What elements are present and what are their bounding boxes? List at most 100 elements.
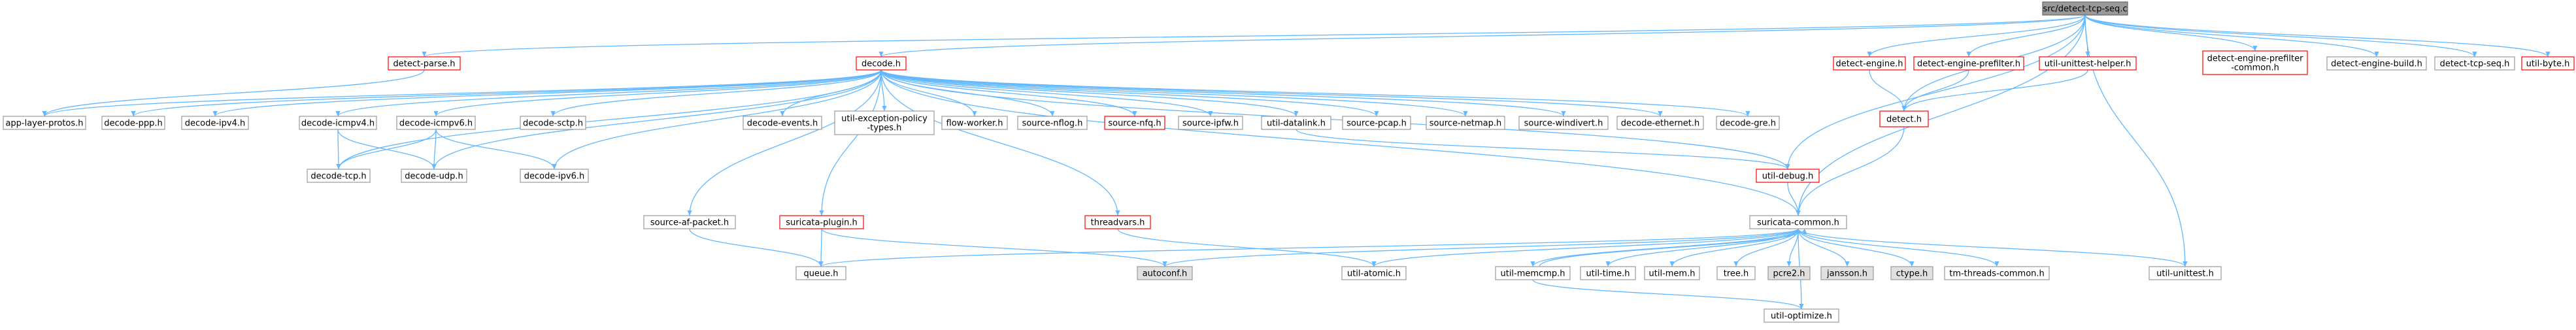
edge-suricata-common-to-autoconf bbox=[1162, 228, 1799, 267]
node-label: detect-engine.h bbox=[1836, 59, 1903, 69]
edge-root-to-util-debug bbox=[1785, 14, 2086, 170]
edge-suricata-common-to-ctype bbox=[1798, 228, 1915, 267]
node-label: detect-engine-prefilter.h bbox=[1917, 59, 2020, 69]
node-box bbox=[1495, 266, 1571, 280]
node-root[interactable]: src/detect-tcp-seq.c bbox=[2042, 1, 2128, 16]
node-app-layer-protos[interactable]: app-layer-protos.h bbox=[3, 116, 86, 130]
node-label: threadvars.h bbox=[1091, 218, 1145, 228]
node-decode-events[interactable]: decode-events.h bbox=[743, 116, 822, 130]
node-box bbox=[388, 56, 461, 71]
node-decode-icmpv6[interactable]: decode-icmpv6.h bbox=[396, 116, 476, 130]
graph-nodes: src/detect-tcp-seq.c detect-parse.h decode… bbox=[3, 1, 2575, 323]
node-util-datalink[interactable]: util-datalink.h bbox=[1261, 116, 1331, 130]
node-source-pcap[interactable]: source-pcap.h bbox=[1342, 116, 1411, 130]
node-detect-tcp-seq[interactable]: detect-tcp-seq.h bbox=[2434, 56, 2515, 71]
node-decode-tcp[interactable]: decode-tcp.h bbox=[307, 169, 371, 183]
node-box bbox=[1104, 116, 1165, 130]
node-source-nflog[interactable]: source-nflog.h bbox=[1017, 116, 1088, 130]
node-label: source-nfq.h bbox=[1108, 119, 1161, 129]
node-label: util-exception-policy-types.h bbox=[841, 114, 928, 133]
node-box bbox=[2042, 1, 2128, 16]
node-label: util-byte.h bbox=[2526, 59, 2570, 69]
node-label: suricata-plugin.h bbox=[786, 218, 857, 228]
node-util-atomic[interactable]: util-atomic.h bbox=[1341, 266, 1407, 280]
node-util-optimize[interactable]: util-optimize.h bbox=[1764, 308, 1839, 323]
node-decode[interactable]: decode.h bbox=[856, 56, 907, 71]
node-decode-udp[interactable]: decode-udp.h bbox=[401, 169, 467, 183]
node-tree[interactable]: tree.h bbox=[1716, 266, 1756, 280]
node-box bbox=[941, 116, 1008, 130]
node-tm-threads-common[interactable]: tm-threads-common.h bbox=[1944, 266, 2050, 280]
node-detect[interactable]: detect.h bbox=[1879, 110, 1929, 127]
node-ctype: ctype.h bbox=[1890, 266, 1933, 280]
node-util-mem[interactable]: util-mem.h bbox=[1644, 266, 1700, 280]
edge-detect-parse-to-app-layer-protos bbox=[42, 69, 425, 117]
node-decode-ipv4[interactable]: decode-ipv4.h bbox=[181, 116, 249, 130]
edge-detect-engine-to-detect bbox=[1869, 69, 1907, 112]
node-threadvars[interactable]: threadvars.h bbox=[1084, 215, 1151, 229]
edge-decode-to-source-af-packet bbox=[687, 69, 882, 216]
node-label: suricata-common.h bbox=[1757, 218, 1839, 228]
node-source-ipfw[interactable]: source-ipfw.h bbox=[1178, 116, 1243, 130]
node-source-windivert[interactable]: source-windivert.h bbox=[1518, 116, 1609, 130]
node-label: autoconf.h bbox=[1143, 269, 1188, 279]
edge-suricata-common-to-tm-threads-common bbox=[1798, 228, 1999, 267]
edge-decode-icmpv6-to-decode-udp bbox=[431, 129, 437, 170]
node-box bbox=[1341, 266, 1407, 280]
edge-suricata-common-to-util-time bbox=[1605, 228, 1799, 267]
node-util-unittest-helper[interactable]: util-unittest-helper.h bbox=[2039, 56, 2137, 71]
edge-suricata-common-to-util-memcmp bbox=[1530, 228, 1799, 267]
node-box bbox=[101, 116, 165, 130]
node-decode-ipv6[interactable]: decode-ipv6.h bbox=[520, 169, 589, 183]
node-label: util-atomic.h bbox=[1347, 269, 1401, 279]
node-util-memcmp[interactable]: util-memcmp.h bbox=[1495, 266, 1571, 280]
node-label: tm-threads-common.h bbox=[1949, 269, 2045, 279]
node-util-unittest[interactable]: util-unittest.h bbox=[2149, 266, 2222, 280]
node-source-af-packet[interactable]: source-af-packet.h bbox=[643, 215, 736, 229]
edge-decode-to-decode-ipv4 bbox=[212, 69, 882, 117]
edge-decode-to-source-netmap bbox=[880, 69, 1468, 117]
node-label: util-unittest.h bbox=[2156, 269, 2214, 279]
node-queue[interactable]: queue.h bbox=[795, 266, 846, 280]
node-detect-engine-prefilter-common[interactable]: detect-engine-prefilter-common.h bbox=[2202, 50, 2308, 75]
edge-root-to-detect-engine-build bbox=[2084, 14, 2379, 58]
node-box bbox=[2326, 56, 2427, 71]
node-flow-worker[interactable]: flow-worker.h bbox=[941, 116, 1008, 130]
edge-decode-icmpv6-to-decode-ipv6 bbox=[435, 129, 557, 170]
node-decode-sctp[interactable]: decode-sctp.h bbox=[520, 116, 586, 130]
node-box bbox=[1767, 266, 1811, 280]
node-decode-icmpv4[interactable]: decode-icmpv4.h bbox=[299, 116, 377, 130]
node-util-exception-policy-types[interactable]: util-exception-policy-types.h bbox=[834, 110, 935, 135]
node-label: decode-tcp.h bbox=[310, 172, 366, 182]
node-label: queue.h bbox=[803, 269, 838, 279]
node-decode-ppp[interactable]: decode-ppp.h bbox=[101, 116, 165, 130]
node-source-nfq[interactable]: source-nfq.h bbox=[1104, 116, 1165, 130]
node-util-debug[interactable]: util-debug.h bbox=[1756, 169, 1820, 183]
node-box bbox=[1749, 215, 1847, 229]
node-suricata-plugin[interactable]: suricata-plugin.h bbox=[779, 215, 864, 229]
node-label: flow-worker.h bbox=[946, 119, 1003, 129]
node-box bbox=[2521, 56, 2575, 71]
node-util-time[interactable]: util-time.h bbox=[1580, 266, 1636, 280]
node-box bbox=[1580, 266, 1636, 280]
node-box bbox=[1017, 116, 1088, 130]
node-label: decode-udp.h bbox=[405, 172, 463, 182]
node-decode-ethernet[interactable]: decode-ethernet.h bbox=[1616, 116, 1704, 130]
edge-decode-to-util-debug bbox=[880, 69, 1790, 170]
node-suricata-common[interactable]: suricata-common.h bbox=[1749, 215, 1847, 229]
node-util-byte[interactable]: util-byte.h bbox=[2521, 56, 2575, 71]
node-detect-engine-prefilter[interactable]: detect-engine-prefilter.h bbox=[1913, 56, 2024, 71]
node-label: util-mem.h bbox=[1649, 269, 1696, 279]
node-label: decode-ipv6.h bbox=[524, 172, 585, 182]
node-detect-engine-build[interactable]: detect-engine-build.h bbox=[2326, 56, 2427, 71]
node-label: decode-icmpv4.h bbox=[301, 119, 375, 129]
node-box bbox=[1084, 215, 1151, 229]
node-label: decode-events.h bbox=[747, 119, 818, 129]
node-source-netmap[interactable]: source-netmap.h bbox=[1426, 116, 1505, 130]
node-decode-gre[interactable]: decode-gre.h bbox=[1716, 116, 1780, 130]
edge-root-to-decode bbox=[878, 14, 2086, 58]
node-detect-parse[interactable]: detect-parse.h bbox=[388, 56, 461, 71]
edge-root-to-util-byte bbox=[2084, 14, 2551, 58]
node-detect-engine[interactable]: detect-engine.h bbox=[1833, 56, 1906, 71]
